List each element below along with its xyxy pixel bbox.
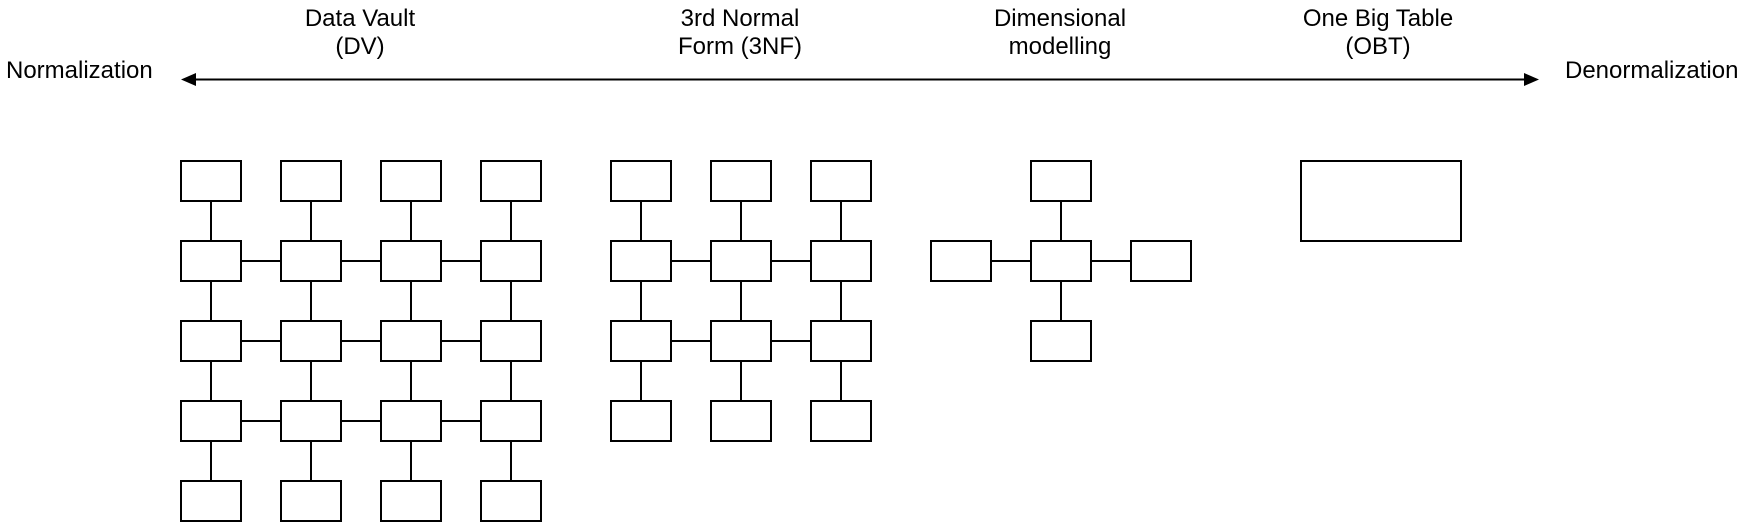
data-vault-schema-table-box bbox=[380, 160, 442, 202]
axis-label-denormalization: Denormalization bbox=[1565, 57, 1739, 84]
data-vault-schema-table-box bbox=[280, 400, 342, 442]
dimensional-star-schema-table-box bbox=[1030, 320, 1092, 362]
data-vault-schema-table-box bbox=[280, 480, 342, 522]
data-vault-schema-table-box bbox=[380, 320, 442, 362]
data-vault-schema-table-box bbox=[480, 400, 542, 442]
arrowhead-left-icon bbox=[181, 73, 196, 86]
data-vault-schema-table-box bbox=[480, 240, 542, 282]
data-vault-schema-table-box bbox=[480, 160, 542, 202]
data-vault-schema-table-box bbox=[480, 480, 542, 522]
3nf-schema-table-box bbox=[710, 160, 772, 202]
3nf-schema-table-box bbox=[610, 160, 672, 202]
3nf-schema-table-box bbox=[710, 240, 772, 282]
category-label-dimensional: Dimensional modelling bbox=[993, 5, 1127, 60]
data-vault-schema-table-box bbox=[180, 320, 242, 362]
dimensional-star-schema-table-box bbox=[1030, 160, 1092, 202]
data-vault-schema-table-box bbox=[280, 240, 342, 282]
data-vault-schema-table-box bbox=[280, 320, 342, 362]
data-vault-schema-table-box bbox=[180, 160, 242, 202]
3nf-schema-table-box bbox=[810, 400, 872, 442]
data-vault-schema-table-box bbox=[480, 320, 542, 362]
data-vault-schema-table-box bbox=[180, 480, 242, 522]
3nf-schema-table-box bbox=[810, 320, 872, 362]
3nf-schema-table-box bbox=[710, 400, 772, 442]
one-big-table-table-box bbox=[1300, 160, 1462, 242]
category-label-obt: One Big Table (OBT) bbox=[1302, 5, 1454, 60]
data-vault-schema-table-box bbox=[180, 400, 242, 442]
axis-label-normalization: Normalization bbox=[6, 57, 153, 84]
category-label-data-vault: Data Vault (DV) bbox=[304, 5, 416, 60]
data-vault-schema-table-box bbox=[280, 160, 342, 202]
dimensional-star-schema-table-box bbox=[930, 240, 992, 282]
dimensional-star-schema-table-box bbox=[1030, 240, 1092, 282]
arrowhead-right-icon bbox=[1524, 73, 1539, 86]
data-vault-schema-table-box bbox=[380, 400, 442, 442]
3nf-schema-table-box bbox=[610, 320, 672, 362]
3nf-schema-table-box bbox=[610, 400, 672, 442]
3nf-schema-table-box bbox=[610, 240, 672, 282]
data-vault-schema-table-box bbox=[380, 480, 442, 522]
category-label-3nf: 3rd Normal Form (3NF) bbox=[678, 5, 802, 60]
data-vault-schema-table-box bbox=[380, 240, 442, 282]
3nf-schema-table-box bbox=[810, 240, 872, 282]
data-vault-schema-table-box bbox=[180, 240, 242, 282]
3nf-schema-table-box bbox=[810, 160, 872, 202]
dimensional-star-schema-table-box bbox=[1130, 240, 1192, 282]
3nf-schema-table-box bbox=[710, 320, 772, 362]
